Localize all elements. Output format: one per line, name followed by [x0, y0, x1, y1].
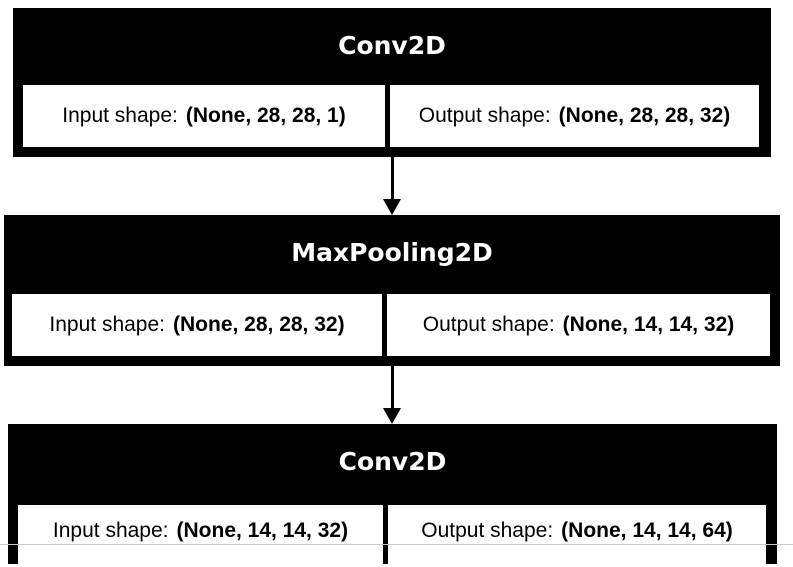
- arrow-head-icon: [383, 408, 401, 424]
- output-shape-label: Output shape:: [421, 519, 554, 542]
- output-shape-label: Output shape:: [422, 313, 555, 336]
- arrow-head-icon: [383, 199, 401, 215]
- layer-node-conv2d-1: Conv2D Input shape: (None, 28, 28, 1) Ou…: [13, 8, 771, 157]
- layer-node-conv2d-2: Conv2D Input shape: (None, 14, 14, 32) O…: [8, 424, 777, 567]
- layer-name: MaxPooling2D: [291, 237, 493, 267]
- input-shape-cell: Input shape: (None, 14, 14, 32): [18, 505, 383, 567]
- output-shape-value: (None, 14, 14, 32): [562, 313, 735, 336]
- input-shape-value: (None, 28, 28, 1): [185, 104, 346, 127]
- edge-arrow: [383, 157, 401, 215]
- output-shape-label: Output shape:: [418, 104, 551, 127]
- layer-name: Conv2D: [338, 30, 446, 60]
- input-shape-label: Input shape:: [52, 519, 169, 542]
- layer-node-maxpooling2d: MaxPooling2D Input shape: (None, 28, 28,…: [4, 215, 780, 366]
- output-shape-value: (None, 14, 14, 64): [561, 519, 733, 542]
- output-shape-cell: Output shape: (None, 14, 14, 32): [387, 294, 770, 356]
- input-shape-value: (None, 14, 14, 32): [176, 519, 349, 542]
- output-shape-cell: Output shape: (None, 14, 14, 64): [388, 505, 766, 567]
- input-shape-cell: Input shape: (None, 28, 28, 1): [23, 85, 385, 147]
- layer-name: Conv2D: [338, 446, 447, 476]
- output-shape-cell: Output shape: (None, 28, 28, 32): [390, 85, 759, 147]
- output-shape-value: (None, 28, 28, 32): [558, 104, 731, 127]
- edge-arrow: [383, 366, 401, 424]
- input-shape-label: Input shape:: [62, 104, 178, 127]
- bottom-divider: [0, 544, 793, 545]
- input-shape-cell: Input shape: (None, 28, 28, 32): [12, 294, 382, 356]
- input-shape-value: (None, 28, 28, 32): [173, 313, 345, 336]
- input-shape-label: Input shape:: [49, 313, 165, 336]
